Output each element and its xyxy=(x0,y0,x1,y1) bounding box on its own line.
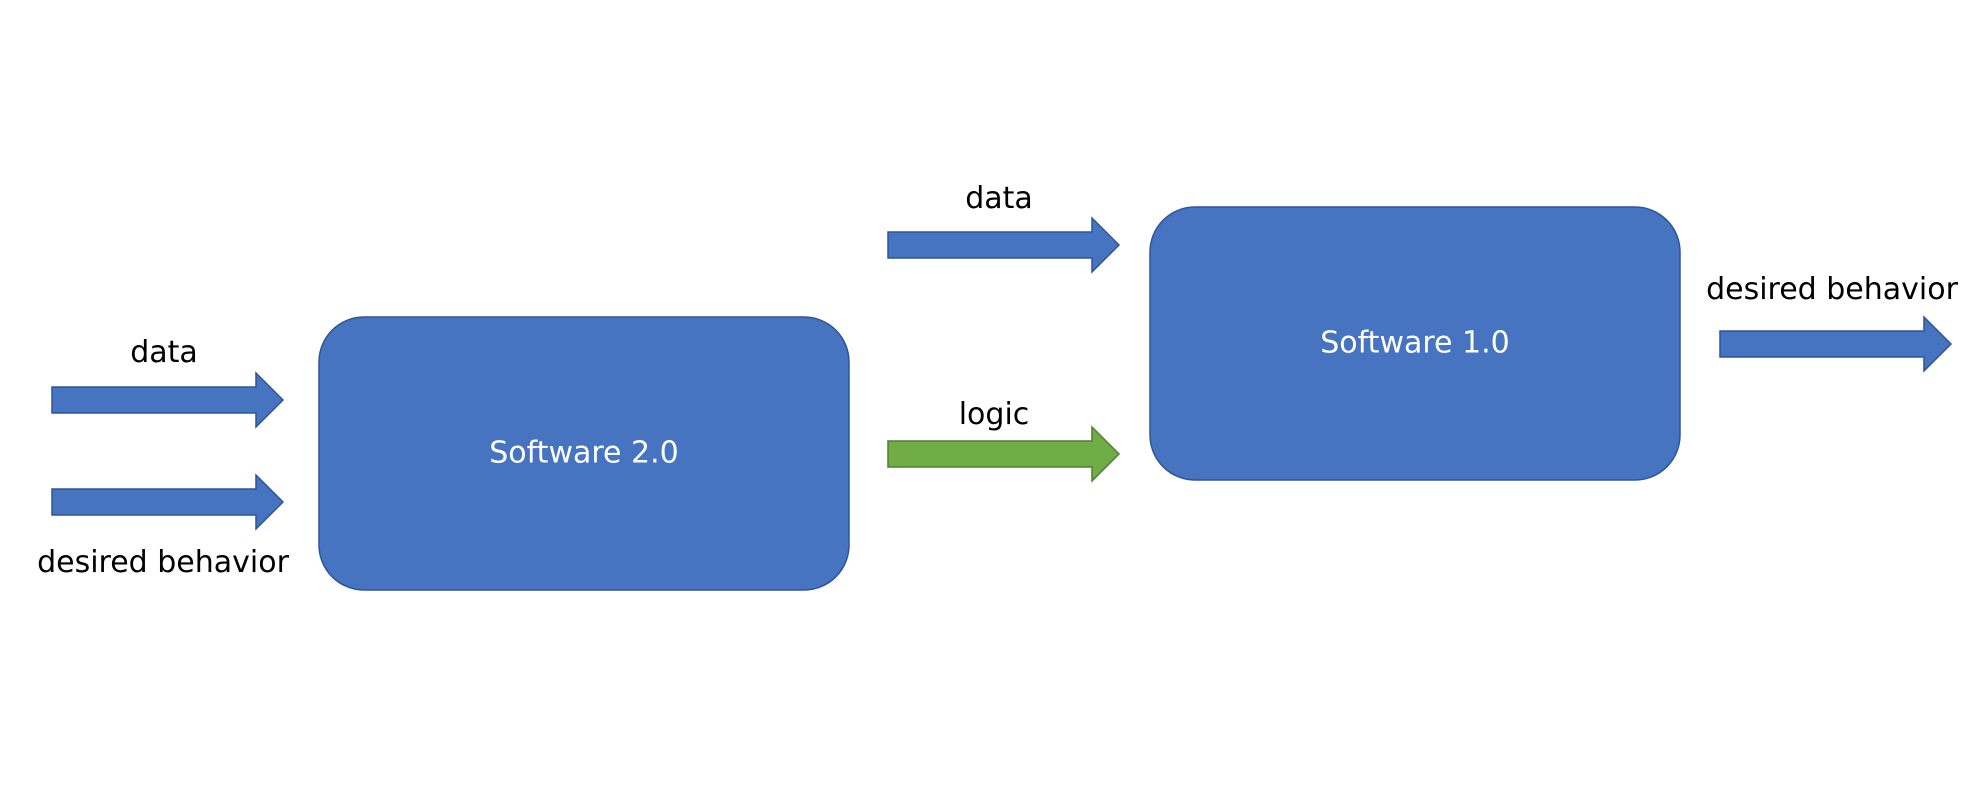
s1-output-arrow xyxy=(1719,315,1953,373)
s2-behavior-arrow xyxy=(51,473,285,531)
s2-behavior-label: desired behavior xyxy=(37,545,290,580)
s1-logic-label: logic xyxy=(959,397,1030,432)
s2-data-label: data xyxy=(130,335,198,370)
s2-data-arrow xyxy=(51,371,285,429)
software-1-label: Software 1.0 xyxy=(1320,326,1510,361)
s1-data-label: data xyxy=(965,181,1033,216)
s1-output-label: desired behavior xyxy=(1706,272,1959,307)
software-2-box xyxy=(318,316,850,591)
software-1-box xyxy=(1149,206,1681,481)
software-2-label: Software 2.0 xyxy=(489,436,679,471)
s1-logic-arrow xyxy=(887,425,1121,483)
s1-data-arrow xyxy=(887,216,1121,274)
